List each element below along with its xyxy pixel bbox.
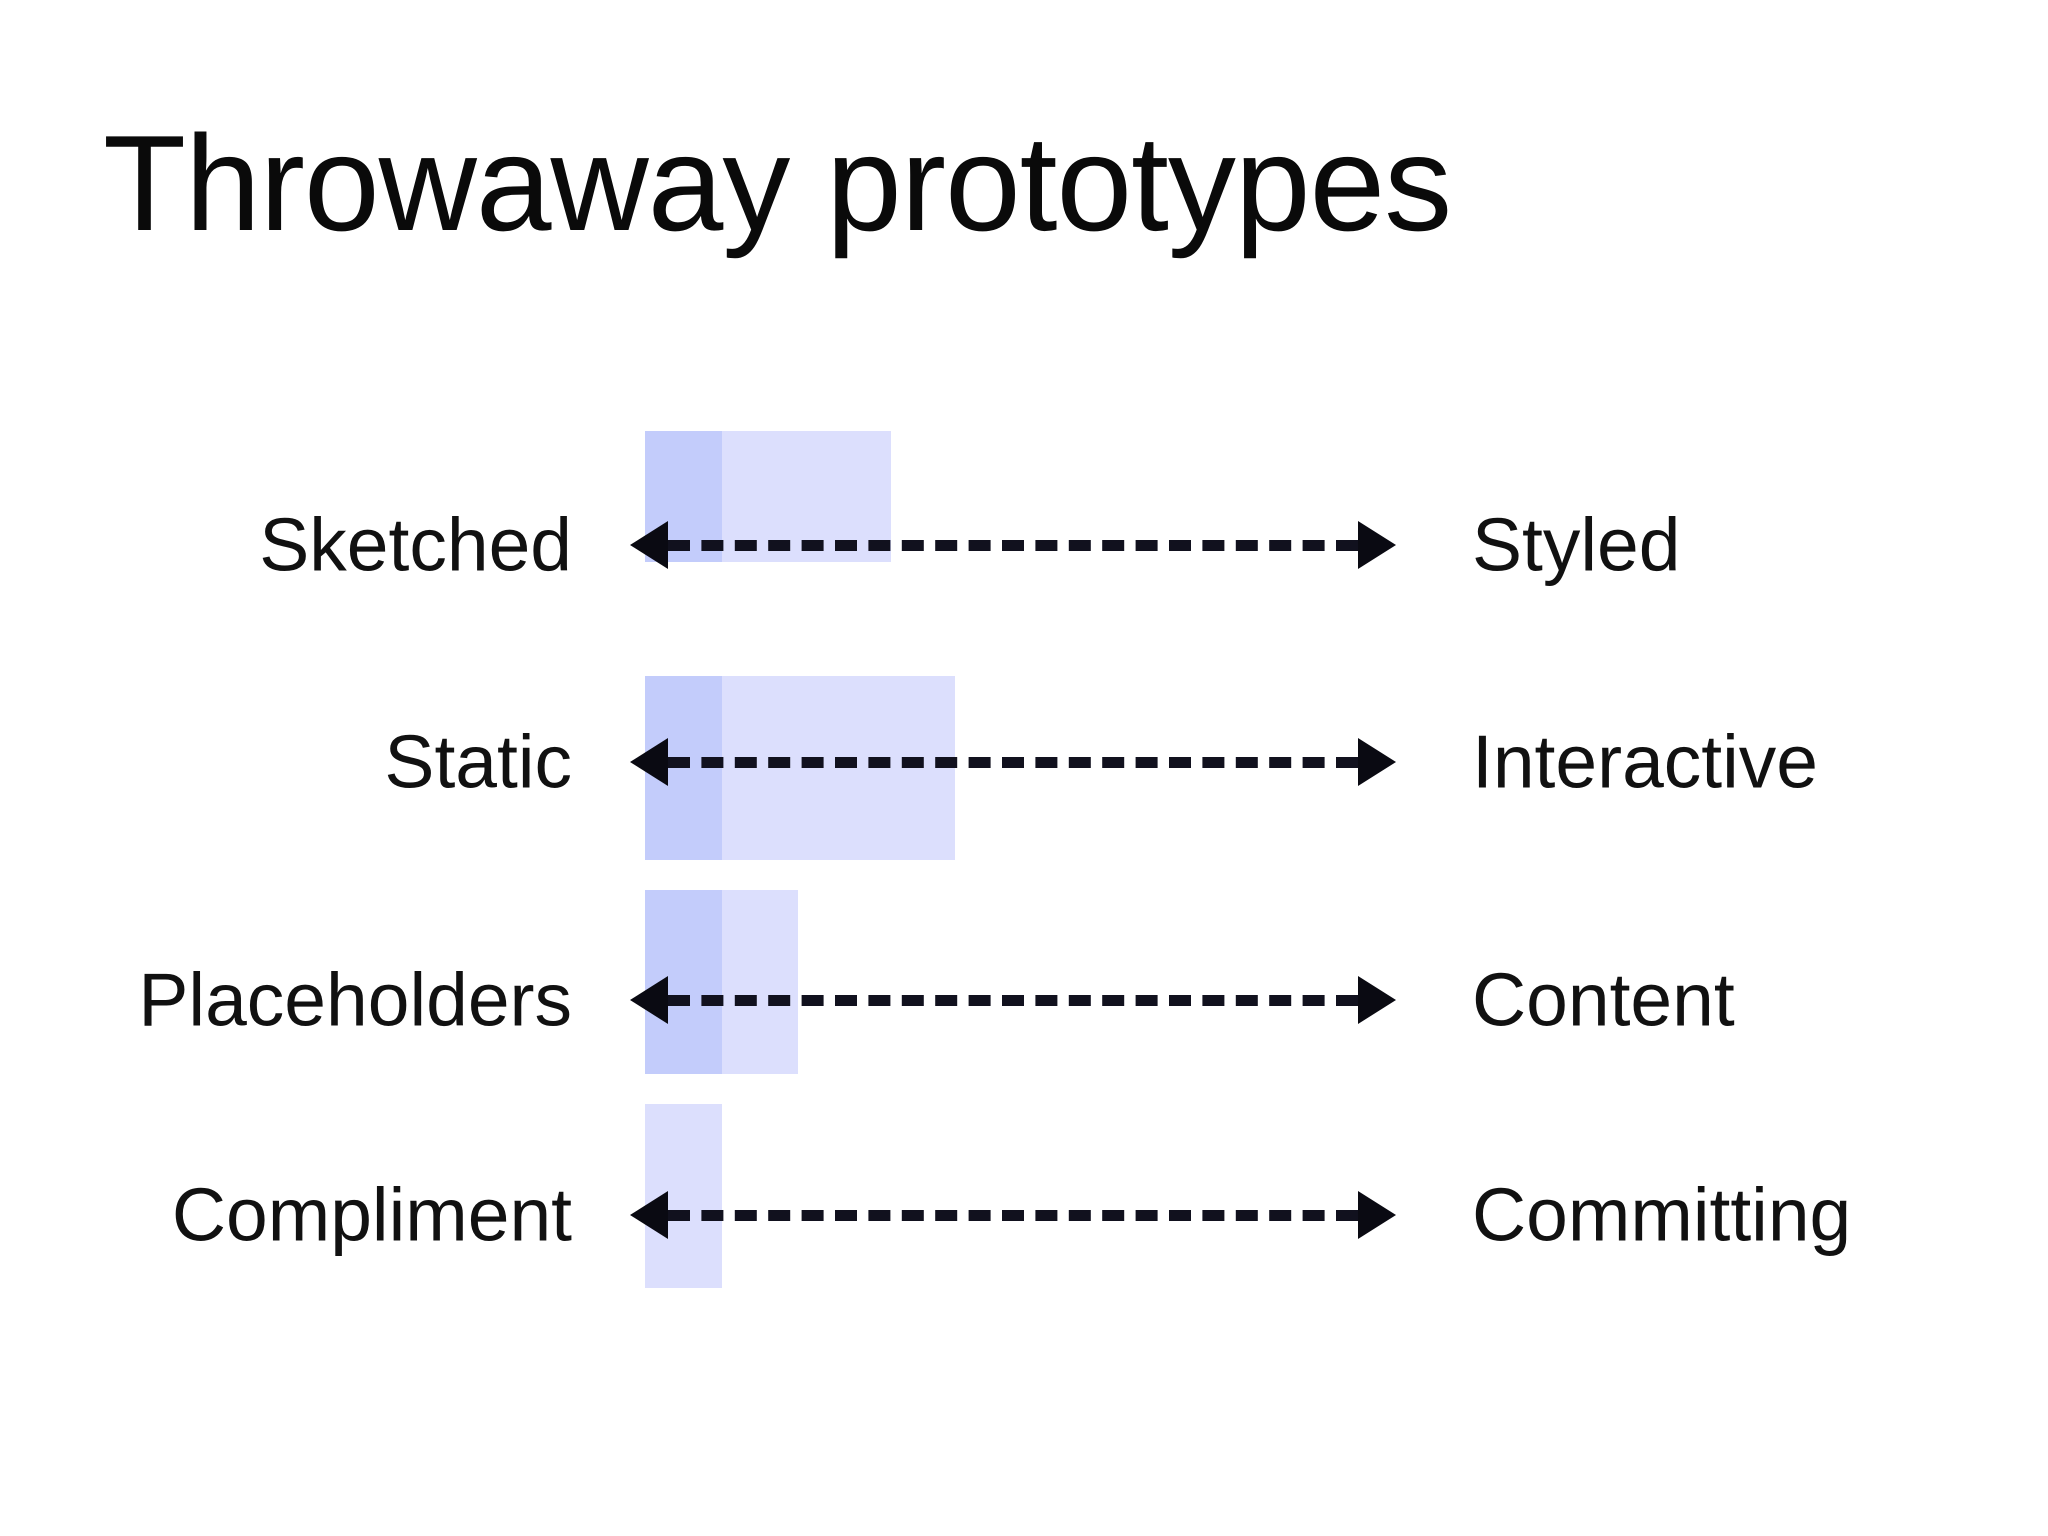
arrow-dashed-line	[668, 540, 1358, 551]
arrow-head-left-icon	[630, 738, 668, 786]
arrow-dashed-line	[668, 757, 1358, 768]
arrow-head-right-icon	[1358, 521, 1396, 569]
arrow-head-left-icon	[630, 976, 668, 1024]
arrow-head-right-icon	[1358, 976, 1396, 1024]
arrow-dashed-line	[668, 1210, 1358, 1221]
spectrum-left-label: Static	[384, 719, 572, 804]
arrow-dashed-line	[668, 995, 1358, 1006]
page-title: Throwaway prototypes	[103, 107, 1452, 259]
spectrum-left-label: Compliment	[171, 1172, 572, 1257]
spectrum-right-label: Content	[1472, 957, 1735, 1042]
arrow-head-right-icon	[1358, 1191, 1396, 1239]
spectrum-right-label: Styled	[1472, 502, 1681, 587]
range-bar	[645, 676, 955, 860]
spectrum-right-label: Interactive	[1472, 719, 1818, 804]
arrow-head-left-icon	[630, 521, 668, 569]
arrow-head-right-icon	[1358, 738, 1396, 786]
spectrum-left-label: Placeholders	[138, 957, 572, 1042]
spectrum-right-label: Committing	[1472, 1172, 1852, 1257]
arrow-head-left-icon	[630, 1191, 668, 1239]
spectrum-left-label: Sketched	[259, 502, 572, 587]
range-bar-soft-segment	[722, 676, 955, 860]
range-bar-soft-segment	[722, 890, 798, 1074]
